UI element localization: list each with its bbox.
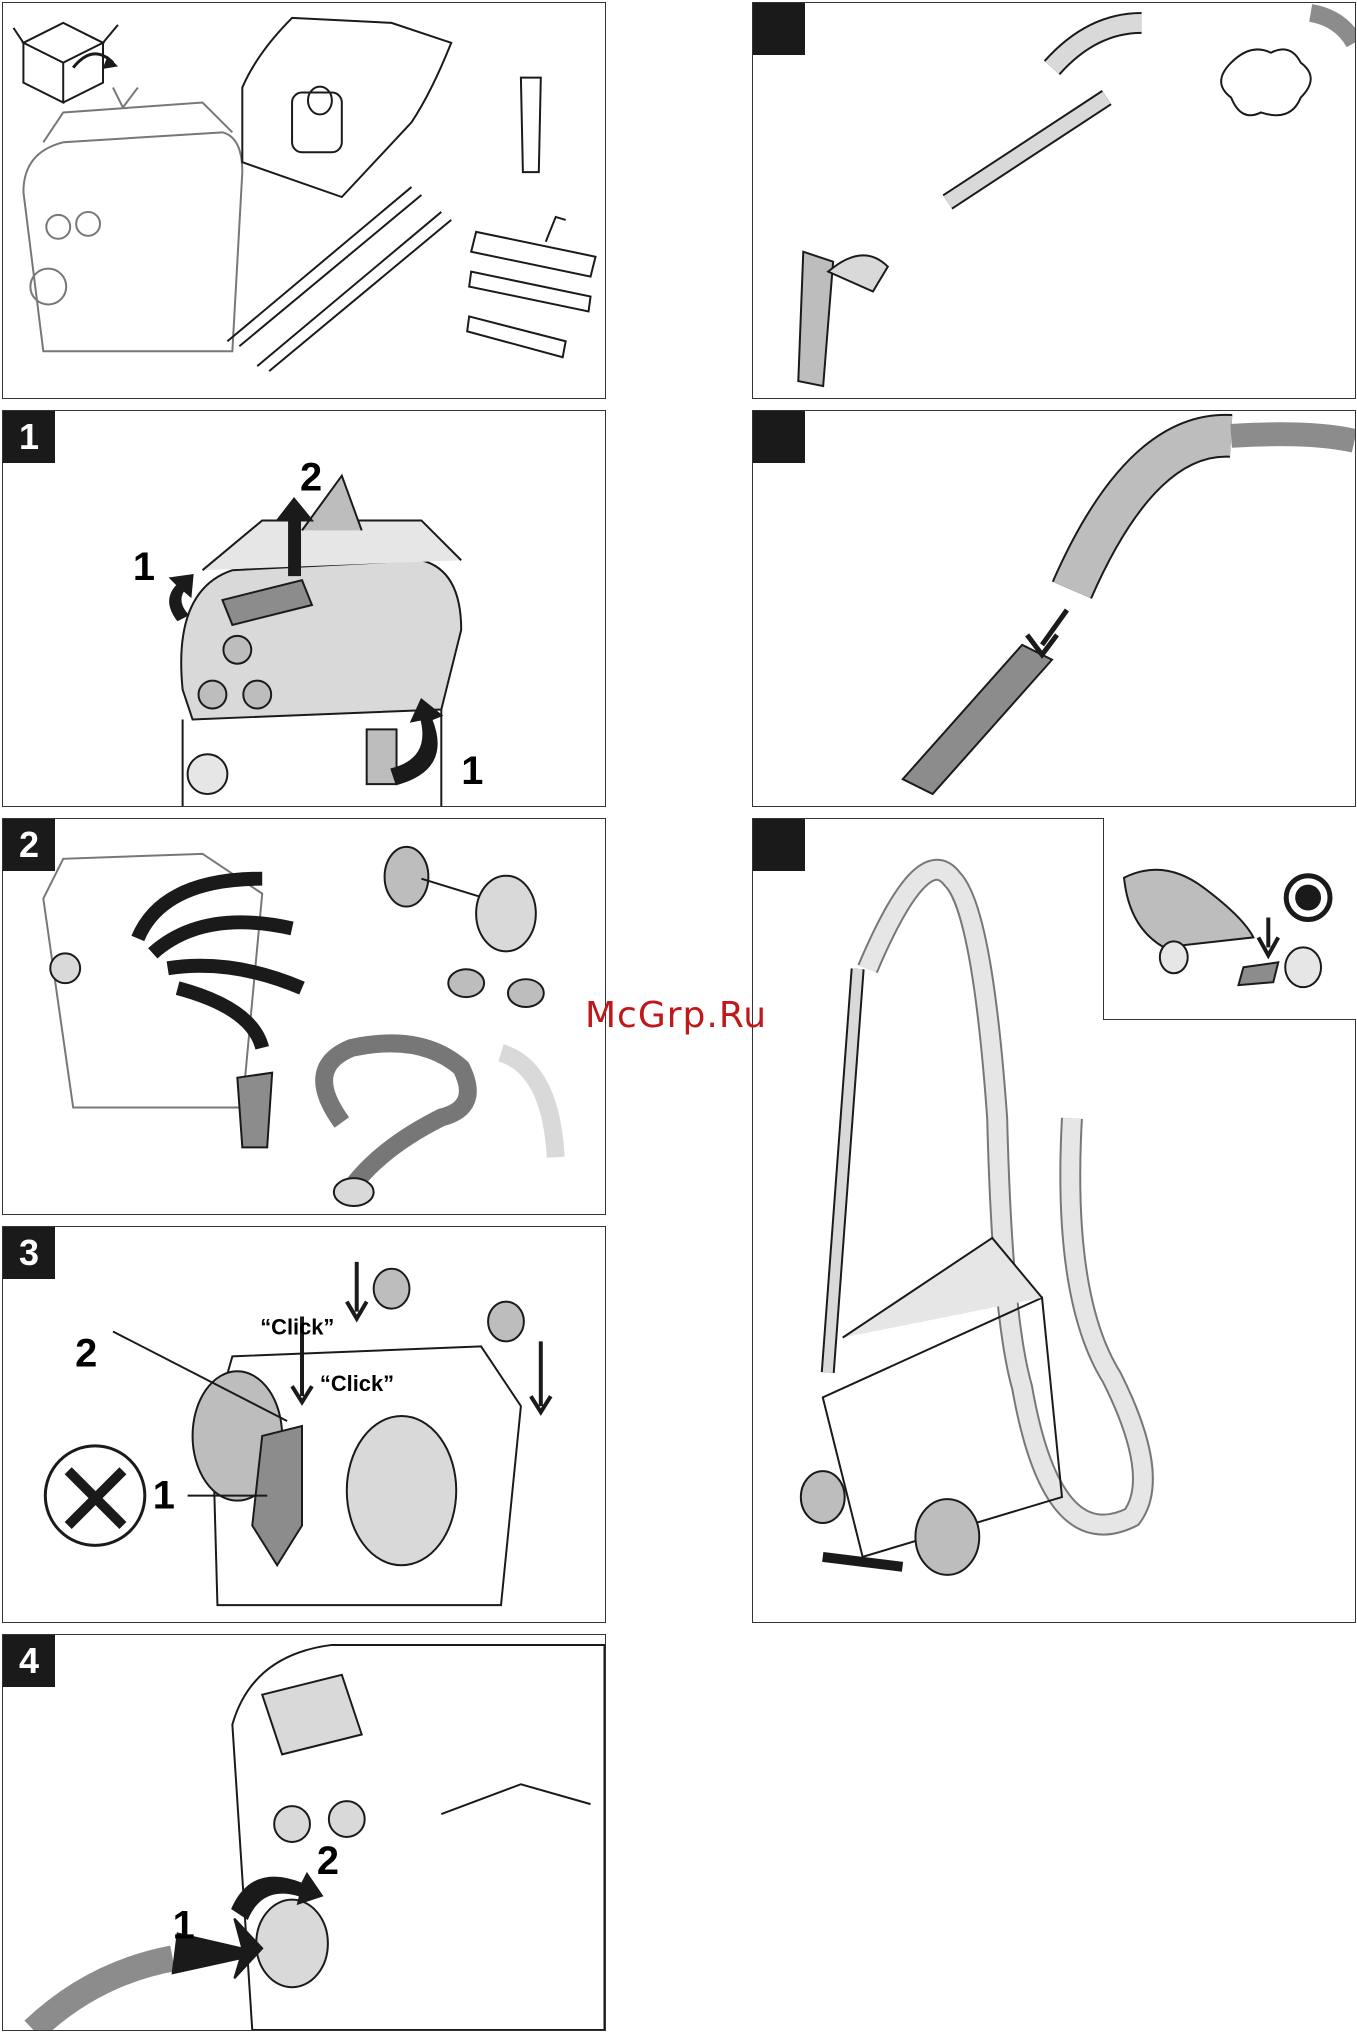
prohibited-screw-icon bbox=[45, 1446, 144, 1545]
panel-assembly-tubes bbox=[752, 2, 1356, 399]
click-label-1: “Click” bbox=[260, 1314, 334, 1339]
panel-contents bbox=[2, 2, 606, 399]
callout-2: 2 bbox=[317, 1839, 339, 1883]
callout-2: 2 bbox=[75, 1331, 97, 1375]
step-3-illustration: “Click” “Click” 2 1 bbox=[3, 1227, 605, 1622]
callout-1: 1 bbox=[173, 1903, 195, 1947]
step-1-illustration: 1 2 1 bbox=[3, 411, 605, 806]
floor-nozzle bbox=[467, 217, 595, 357]
contents-illustration bbox=[3, 3, 605, 398]
brake-detail-inset bbox=[1103, 818, 1356, 1020]
crevice-nozzle bbox=[521, 78, 541, 173]
click-label-2: “Click” bbox=[320, 1371, 394, 1396]
panel-step-1: 1 1 2 1 bbox=[2, 410, 606, 807]
brake-icon bbox=[1104, 818, 1356, 1019]
panel-step-3: 3 “Click” “Click” 2 1 bbox=[2, 1226, 606, 1623]
panel-step-4: 4 1 2 bbox=[2, 1634, 606, 2031]
unbox-icon bbox=[13, 23, 117, 103]
callout-1: 1 bbox=[153, 1474, 175, 1518]
panel-step-2: 2 bbox=[2, 818, 606, 1215]
filter-bag bbox=[242, 18, 451, 197]
watermark: McGrp.Ru bbox=[585, 995, 767, 1036]
step-4-illustration: 1 2 bbox=[3, 1635, 605, 2030]
callout-1b: 1 bbox=[461, 749, 483, 793]
step-2-illustration bbox=[3, 819, 605, 1214]
callout-1a: 1 bbox=[133, 545, 155, 589]
vacuum-outline bbox=[23, 88, 242, 352]
tube-assembly-illustration bbox=[753, 3, 1355, 398]
crevice-nozzle-illustration bbox=[753, 411, 1355, 806]
callout-2: 2 bbox=[300, 456, 322, 500]
panel-assembly-nozzle bbox=[752, 410, 1356, 807]
extension-tubes bbox=[227, 187, 451, 371]
